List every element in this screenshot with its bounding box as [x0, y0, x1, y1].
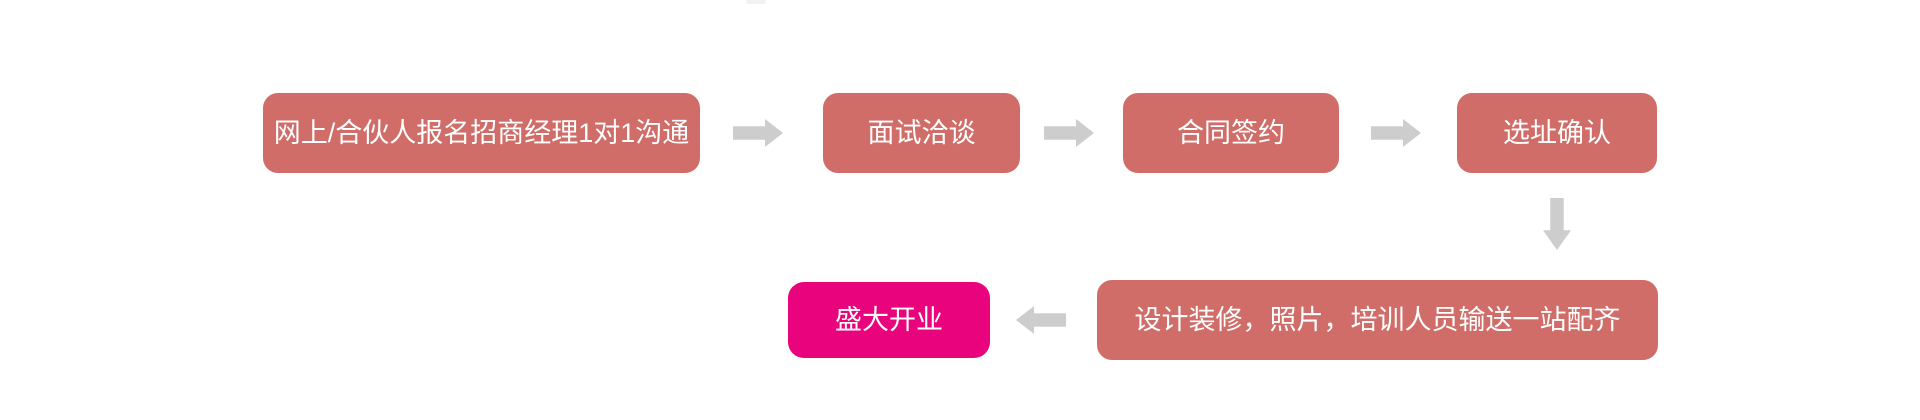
arrow-left-icon: [1016, 306, 1066, 334]
flow-step-label: 面试洽谈: [867, 117, 976, 148]
flow-step-design-training: 设计装修，照片，培训人员输送一站配齐: [1097, 280, 1658, 360]
arrow-right-icon: [733, 119, 783, 147]
flow-step-label: 合同签约: [1177, 117, 1285, 148]
flow-step-online-signup: 网上/合伙人报名招商经理1对1沟通: [263, 93, 700, 173]
page-top-artifact: [746, 0, 766, 4]
flow-step-label: 盛大开业: [835, 304, 943, 335]
arrow-right-icon: [1371, 119, 1421, 147]
flow-step-site-confirmation: 选址确认: [1457, 93, 1657, 173]
flow-step-label: 设计装修，照片，培训人员输送一站配齐: [1134, 304, 1621, 335]
flow-step-interview: 面试洽谈: [823, 93, 1020, 173]
flow-step-grand-opening: 盛大开业: [788, 282, 990, 358]
flow-step-label: 选址确认: [1503, 117, 1611, 148]
flow-step-contract-signing: 合同签约: [1123, 93, 1339, 173]
arrow-right-icon: [1044, 119, 1094, 147]
flow-step-label: 网上/合伙人报名招商经理1对1沟通: [273, 117, 690, 148]
arrow-down-icon: [1543, 198, 1571, 250]
